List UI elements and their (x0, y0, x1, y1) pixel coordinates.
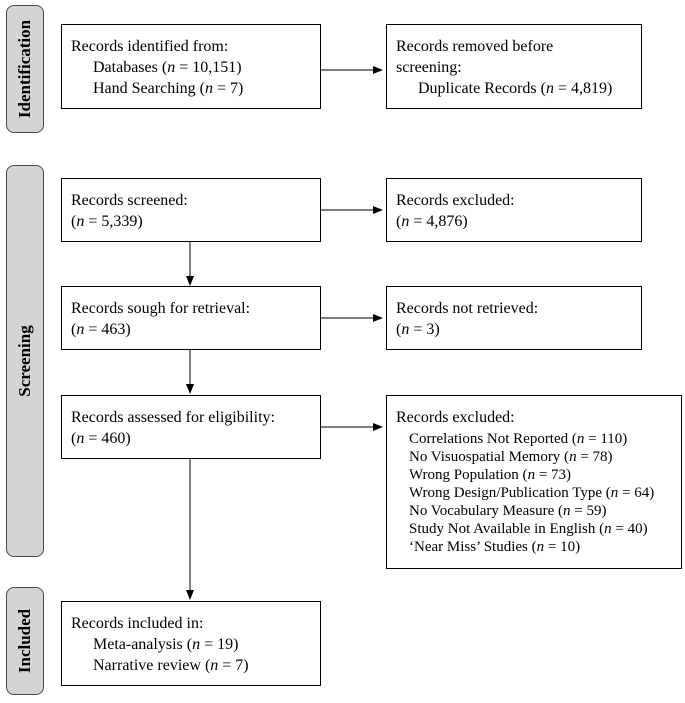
exclusion-reason: No Vocabulary Measure (n = 59) (409, 503, 607, 519)
records-removed-title-2: screening: (396, 59, 462, 76)
records-not-retrieved-title: Records not retrieved: (396, 300, 539, 317)
records-excluded-screening-title: Records excluded: (396, 192, 515, 209)
records-included-title: Records included in: (71, 615, 204, 632)
records-retrieval-title: Records sough for retrieval: (71, 300, 251, 317)
records-screened-count: (n = 5,339) (71, 213, 143, 230)
records-excluded-eligibility-box: Records excluded: Correlations Not Repor… (386, 395, 682, 569)
records-identified-box: Records identified from: Databases (n = … (61, 24, 321, 109)
records-removed-box: Records removed before screening: Duplic… (386, 24, 642, 109)
phase-identification: Identification (6, 5, 44, 133)
records-retrieval-count: (n = 463) (71, 321, 131, 338)
records-eligibility-title: Records assessed for eligibility: (71, 409, 275, 426)
records-retrieval-box: Records sough for retrieval: (n = 463) (61, 286, 321, 350)
records-eligibility-count: (n = 460) (71, 430, 131, 447)
records-screened-box: Records screened: (n = 5,339) (61, 178, 321, 242)
records-included-box: Records included in: Meta-analysis (n = … (61, 601, 321, 686)
exclusion-reason: Study Not Available in English (n = 40) (409, 521, 648, 537)
duplicate-records-count: Duplicate Records (n = 4,819) (418, 80, 613, 97)
phase-screening: Screening (6, 165, 44, 557)
exclusion-reason: Wrong Population (n = 73) (409, 467, 572, 483)
meta-analysis-count: Meta-analysis (n = 19) (93, 636, 239, 653)
hand-searching-count: Hand Searching (n = 7) (93, 80, 244, 97)
databases-count: Databases (n = 10,151) (93, 59, 242, 76)
records-identified-title: Records identified from: (71, 38, 229, 55)
exclusion-reason: No Visuospatial Memory (n = 78) (409, 449, 613, 465)
records-not-retrieved-count: (n = 3) (396, 321, 440, 338)
records-removed-title-1: Records removed before (396, 38, 554, 55)
records-excluded-eligibility-title: Records excluded: (396, 409, 515, 426)
records-not-retrieved-box: Records not retrieved: (n = 3) (386, 286, 642, 350)
exclusion-reason: ‘Near Miss’ Studies (n = 10) (409, 539, 581, 555)
exclusion-reason: Wrong Design/Publication Type (n = 64) (409, 485, 655, 501)
records-excluded-screening-box: Records excluded: (n = 4,876) (386, 178, 642, 242)
records-eligibility-box: Records assessed for eligibility: (n = 4… (61, 395, 321, 459)
exclusion-reason: Correlations Not Reported (n = 110) (409, 431, 628, 447)
records-excluded-screening-count: (n = 4,876) (396, 213, 468, 230)
phase-included: Included (6, 587, 44, 695)
records-screened-title: Records screened: (71, 192, 188, 209)
narrative-review-count: Narrative review (n = 7) (93, 657, 249, 674)
